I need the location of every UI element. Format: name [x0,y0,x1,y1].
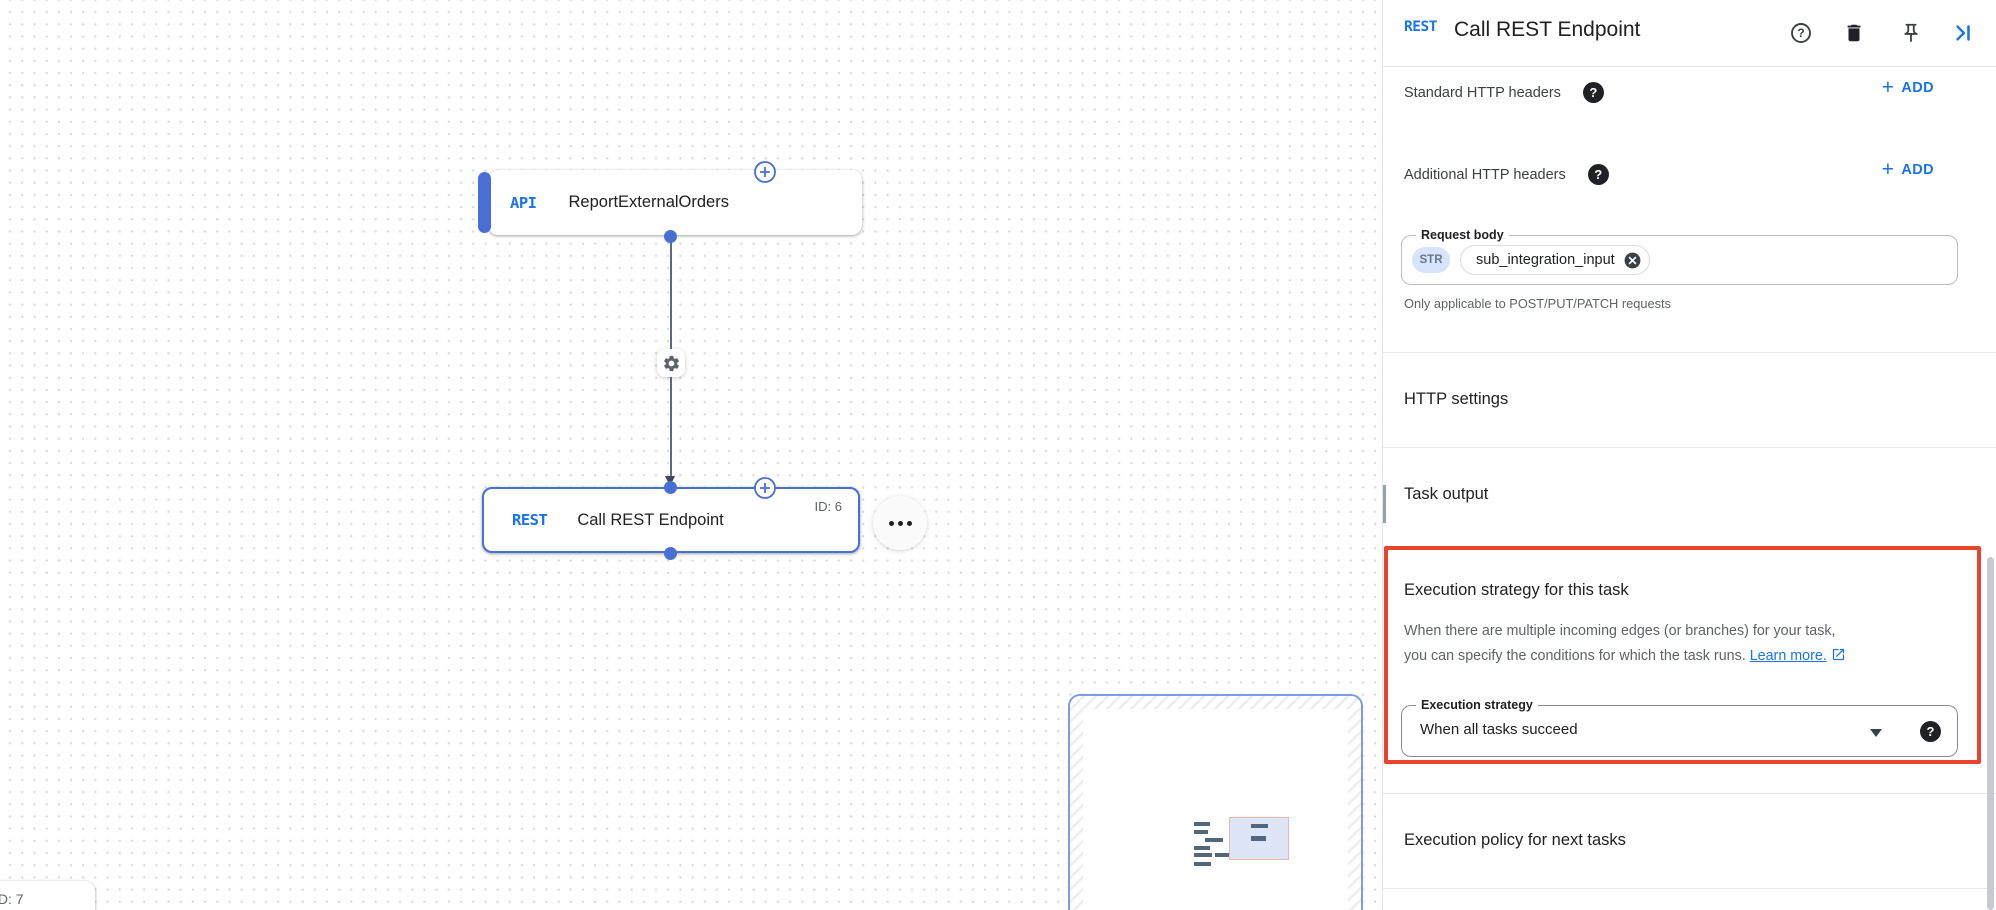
panel-title: Call REST Endpoint [1454,18,1641,41]
node-more-menu-button[interactable] [873,496,927,550]
variable-chip[interactable]: sub_integration_input [1460,245,1650,275]
plus-icon: + [1881,76,1895,99]
plus-circle-icon [754,161,776,183]
minimap-viewport[interactable] [1229,817,1289,860]
rest-badge: REST [512,511,548,529]
section-execution-policy[interactable]: Execution policy for next tasks [1404,831,1626,849]
panel-scrollbar[interactable] [1987,557,1994,910]
section-execution-strategy[interactable]: Execution strategy for this task [1404,580,1629,599]
rest-badge: REST [1404,19,1437,35]
dropdown-caret-icon [1870,729,1882,737]
execution-strategy-label: Execution strategy [1416,698,1538,712]
connection-dot[interactable] [664,230,677,243]
connection-dot[interactable] [664,547,677,560]
minimap[interactable] [1068,694,1363,910]
string-type-chip: STR [1412,247,1450,273]
external-link-icon [1831,646,1846,671]
panel-divider [1382,0,1383,910]
node-accent-bar [478,172,491,233]
execution-strategy-select[interactable]: Execution strategy When all tasks succee… [1401,698,1958,757]
panel-header: REST Call REST Endpoint ? [1383,0,1996,66]
additional-headers-label: Additional HTTP headers [1404,166,1566,183]
help-icon[interactable]: ? [1790,22,1812,44]
node-label: ReportExternalOrders [568,193,729,211]
request-body-field[interactable]: Request body STR sub_integration_input [1401,228,1958,285]
connection-dot[interactable] [664,481,677,494]
delete-icon[interactable] [1843,22,1865,44]
node-label: Call REST Endpoint [577,510,724,529]
request-body-helper: Only applicable to POST/PUT/PATCH reques… [1404,296,1671,311]
section-task-output[interactable]: Task output [1404,484,1489,503]
node-partial[interactable]: ID: 7 [0,881,95,910]
add-task-icon[interactable] [753,160,777,184]
add-standard-header-button[interactable]: + ADD [1881,76,1934,99]
panel-scroll-indicator [1383,485,1386,523]
collapse-panel-icon[interactable] [1952,22,1974,44]
node-id-label: ID: 7 [0,891,24,907]
remove-chip-icon[interactable] [1623,251,1642,270]
help-icon[interactable]: ? [1920,721,1941,742]
task-config-panel: REST Call REST Endpoint ? [1383,0,1996,910]
add-task-icon[interactable] [753,476,777,500]
edge-settings-button[interactable] [657,349,685,377]
plus-circle-icon [754,477,776,499]
workflow-canvas[interactable]: API ReportExternalOrders REST Call REST … [0,0,1383,910]
minimap-inner [1083,709,1348,910]
node-report-external-orders[interactable]: API ReportExternalOrders [478,170,862,235]
standard-headers-label: Standard HTTP headers [1404,84,1561,101]
execution-strategy-value: When all tasks succeed [1420,721,1578,738]
ellipsis-icon [888,520,894,526]
api-badge: API [510,193,537,212]
svg-text:?: ? [1797,26,1804,40]
node-call-rest-endpoint[interactable]: REST Call REST Endpoint ID: 6 [482,487,860,553]
execution-strategy-description: When there are multiple incoming edges (… [1404,619,1896,671]
request-body-label: Request body [1416,228,1509,242]
node-id-label: ID: 6 [814,499,842,514]
learn-more-link[interactable]: Learn more. [1749,648,1827,664]
plus-icon: + [1881,158,1895,181]
gear-icon [663,355,679,371]
help-icon[interactable]: ? [1582,82,1604,103]
section-http-settings[interactable]: HTTP settings [1383,352,1996,757]
help-icon[interactable]: ? [1587,164,1609,185]
pin-icon[interactable] [1900,22,1922,44]
add-additional-header-button[interactable]: + ADD [1881,158,1934,181]
